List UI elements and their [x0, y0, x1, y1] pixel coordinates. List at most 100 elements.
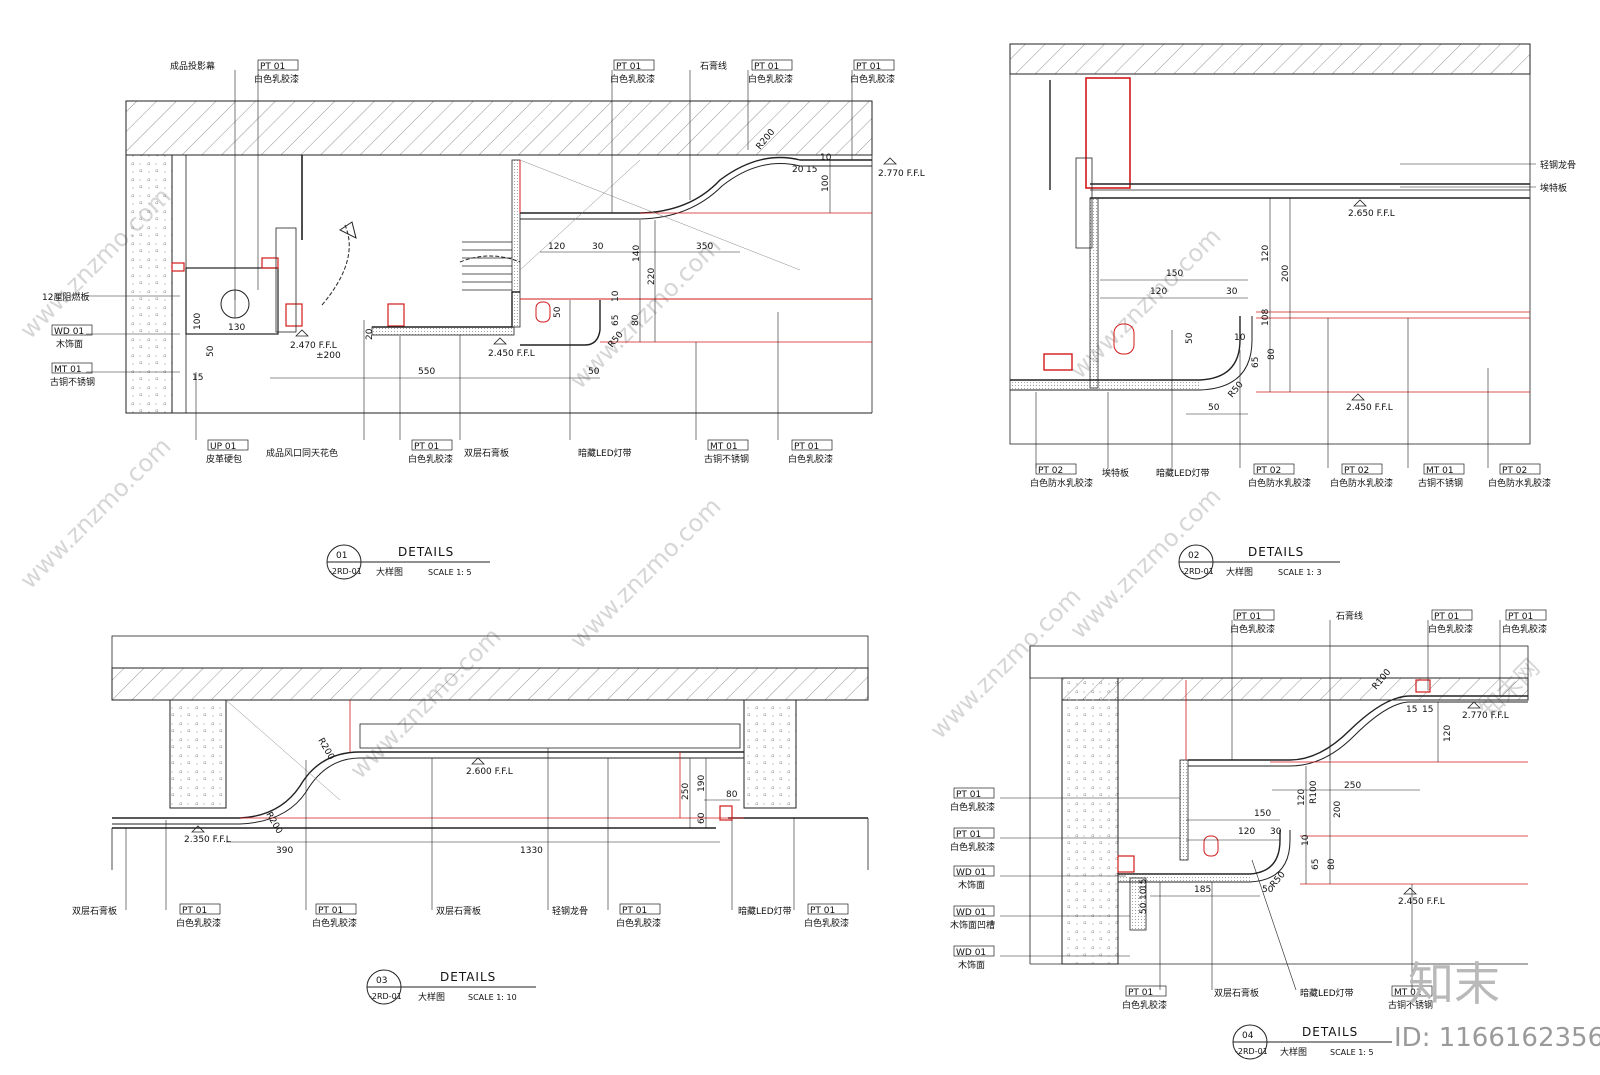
watermark-site-text: www.znzmo.com: [1064, 222, 1226, 384]
material-code: PT 01: [182, 906, 207, 916]
dim: 30: [592, 242, 604, 252]
detail-04: R100 15 15 120 R100 120 250 200 150 120 …: [950, 609, 1547, 1060]
dim: 50: [1208, 403, 1220, 413]
dim: 65: [1251, 357, 1261, 368]
material-name: 白色乳胶漆: [950, 841, 995, 853]
dim: 30: [1226, 287, 1238, 297]
detail-number: 02: [1188, 551, 1199, 561]
dim: 15: [192, 373, 203, 383]
material-name: 木饰面: [958, 959, 985, 971]
level-mark: 2.350 F.F.L: [184, 835, 231, 845]
note-text: 12厘阻燃板: [42, 291, 89, 303]
material-code: PT 01: [1508, 612, 1533, 622]
detail-03-dimensions: R200 R200 250 190 80 60 390 1330: [263, 737, 737, 857]
material-code: PT 01: [754, 62, 779, 72]
detail-title: DETAILS: [398, 545, 454, 559]
note-text: 埃特板: [1102, 467, 1129, 479]
dim: 50: [1262, 885, 1274, 895]
dim: 50: [206, 345, 216, 357]
material-name: 白色乳胶漆: [616, 917, 661, 929]
detail-04-tags: PT 01 白色乳胶漆 石膏线 PT 01 白色乳胶漆 PT 01 白色乳胶漆 …: [950, 609, 1547, 1011]
level-mark: 2.770 F.F.L: [878, 169, 925, 179]
material-name: 白色乳胶漆: [1122, 999, 1167, 1011]
material-name: 木饰面凹槽: [950, 919, 995, 931]
dim: 50: [588, 367, 600, 377]
dim: 80: [726, 790, 738, 800]
detail-title: DETAILS: [1248, 545, 1304, 559]
dim: 220: [647, 268, 657, 285]
sheet-ref: -2RD-01: [1235, 1047, 1268, 1056]
material-name: 白色乳胶漆: [1502, 623, 1547, 635]
dim: R50: [1269, 870, 1288, 890]
material-code: PT 01: [1236, 612, 1261, 622]
detail-01: 20 15 10 100 R200 120 30 350 140 220 100…: [42, 59, 925, 580]
note-text: 石膏线: [700, 60, 727, 72]
note-text: 双层石膏板: [436, 905, 481, 917]
detail-02-levels: 2.650 F.F.L 2.450 F.F.L: [1346, 199, 1395, 413]
watermark-site-text: www.znzmo.com: [1064, 482, 1226, 644]
note-text: 暗藏LED灯带: [578, 447, 632, 459]
material-code: WD 01: [956, 868, 986, 878]
detail-01-title-block: 01 -2RD-01 DETAILS 大样图 SCALE 1: 5: [326, 544, 490, 580]
material-name: 白色乳胶漆: [176, 917, 221, 929]
dim: 10: [1234, 333, 1246, 343]
dim: 20: [365, 328, 375, 340]
material-code: PT 01: [956, 830, 981, 840]
material-name: 白色乳胶漆: [850, 73, 895, 85]
dim: 15: [1406, 705, 1417, 715]
dim: 190: [697, 775, 707, 792]
dim: 185: [1194, 885, 1211, 895]
material-name: 白色乳胶漆: [950, 801, 995, 813]
dim: 30: [1270, 827, 1282, 837]
level-mark: 2.770 F.F.L: [1462, 711, 1509, 721]
sheet-ref: -2RD-01: [369, 992, 402, 1001]
material-code: PT 01: [794, 442, 819, 452]
level-mark: 2.450 F.F.L: [1398, 897, 1445, 907]
dim: 80: [631, 314, 641, 326]
detail-01-tags: PT 01 白色乳胶漆 PT 01 白色乳胶漆 PT 01 白色乳胶漆 PT 0…: [50, 59, 895, 465]
material-name: 古铜不锈钢: [50, 376, 95, 388]
detail-02-tags: 轻钢龙骨 埃特板 PT 02 白色防水乳胶漆 埃特板 暗藏LED灯带 PT 02…: [1030, 159, 1576, 489]
material-name: 白色乳胶漆: [1230, 623, 1275, 635]
material-name: 皮革硬包: [206, 453, 242, 465]
detail-subtitle: 大样图: [418, 991, 445, 1003]
dim: 120: [1297, 789, 1307, 806]
detail-number: 03: [376, 976, 387, 986]
dim: 100: [193, 313, 203, 330]
watermark-site-text: www.znzmo.com: [14, 432, 176, 594]
dim: 50: [1185, 332, 1195, 344]
note-text: 双层石膏板: [464, 447, 509, 459]
detail-01-levels: 2.770 F.F.L 2.470 F.F.L 2.450 F.F.L: [290, 157, 925, 359]
note-text: 双层石膏板: [1214, 987, 1259, 999]
material-code: WD 01: [956, 948, 986, 958]
material-name: 白色乳胶漆: [610, 73, 655, 85]
material-name: 木饰面: [56, 338, 83, 350]
material-code: WD 01: [956, 908, 986, 918]
note-text: 埃特板: [1540, 182, 1567, 194]
dim: 80: [1327, 858, 1337, 870]
detail-scale: SCALE 1: 10: [468, 993, 517, 1002]
material-name: 白色乳胶漆: [1428, 623, 1473, 635]
detail-title: DETAILS: [1302, 1025, 1358, 1039]
detail-02-title-block: 02 -2RD-01 DETAILS 大样图 SCALE 1: 3: [1178, 544, 1340, 580]
level-mark: 2.600 F.F.L: [466, 767, 513, 777]
material-code: PT 02: [1038, 466, 1063, 476]
dim: 250: [681, 783, 691, 800]
material-name: 白色防水乳胶漆: [1248, 477, 1311, 489]
material-code: PT 01: [856, 62, 881, 72]
material-code: PT 01: [260, 62, 285, 72]
watermark-site-text: www.znzmo.com: [564, 492, 726, 654]
detail-number: 04: [1242, 1031, 1254, 1041]
level-mark: 2.470 F.F.L: [290, 341, 337, 351]
detail-subtitle: 大样图: [376, 566, 403, 578]
note-text: 成品投影幕: [170, 60, 215, 72]
id-watermark: ID: 1166162356: [1394, 1023, 1600, 1053]
material-code: MT 01: [54, 365, 82, 375]
detail-04-levels: 2.770 F.F.L 2.450 F.F.L: [1398, 701, 1509, 907]
dim: 60: [697, 812, 707, 824]
detail-scale: SCALE 1: 5: [428, 568, 472, 577]
material-code: PT 01: [318, 906, 343, 916]
material-code: PT 01: [616, 62, 641, 72]
note-text: 暗藏LED灯带: [1300, 987, 1354, 999]
